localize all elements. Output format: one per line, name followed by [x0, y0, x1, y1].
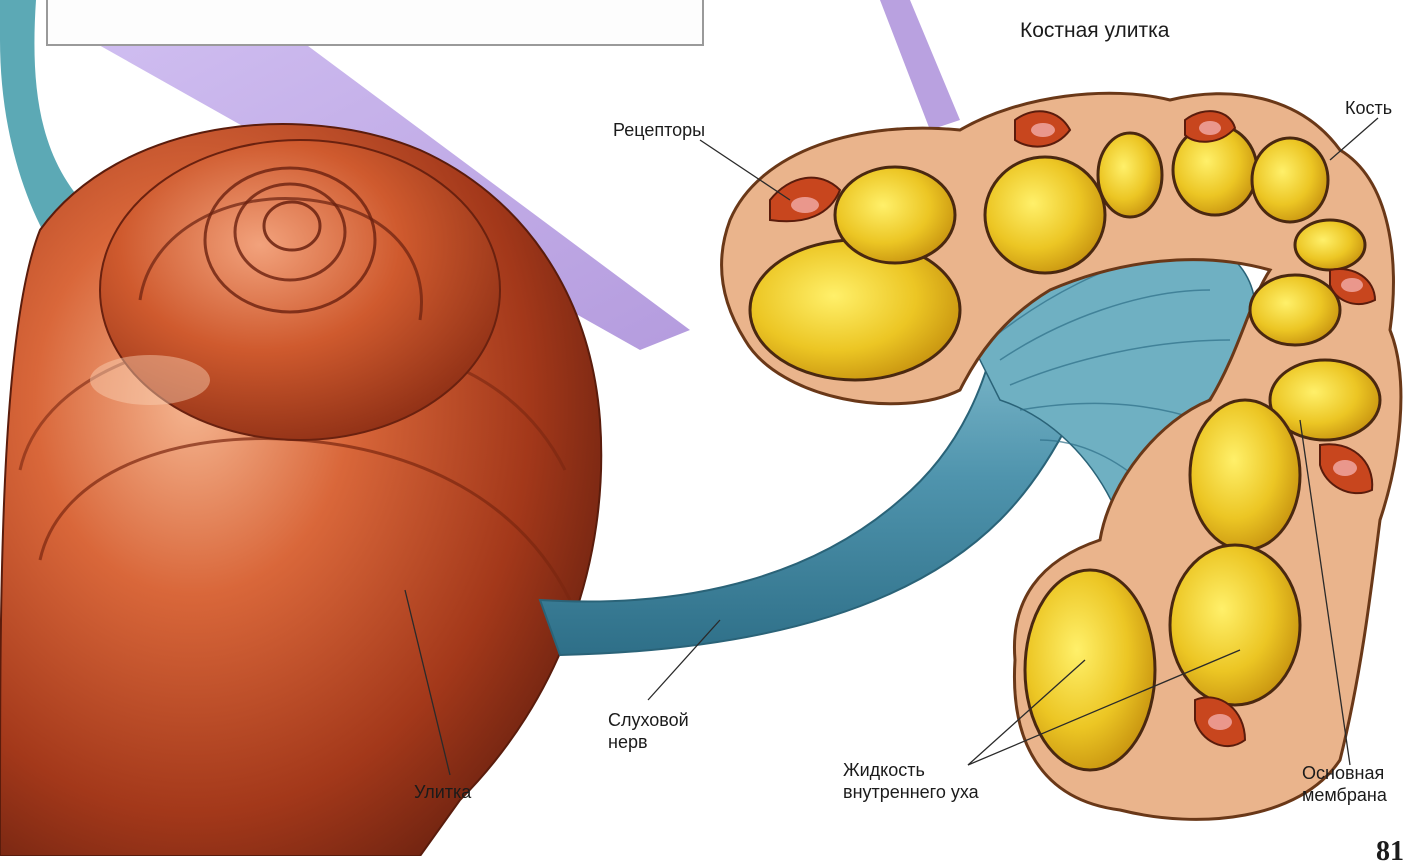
header-box	[46, 0, 704, 46]
label-receptors: Рецепторы	[613, 120, 705, 141]
cochlea-shell	[0, 124, 601, 856]
bony-cochlea-section	[722, 93, 1401, 819]
label-nerve-line2: нерв	[608, 732, 648, 753]
diagram-title: Костная улитка	[1020, 20, 1169, 41]
label-fluid-line2: внутреннего уха	[843, 782, 979, 803]
label-membrane-line1: Основная	[1302, 763, 1384, 784]
label-fluid-line1: Жидкость	[843, 760, 925, 781]
label-cochlea: Улитка	[414, 782, 471, 803]
label-bone: Кость	[1345, 98, 1392, 119]
page-number: 81	[1376, 836, 1404, 868]
label-nerve-line1: Слуховой	[608, 710, 689, 731]
label-membrane-line2: мембрана	[1302, 785, 1387, 806]
